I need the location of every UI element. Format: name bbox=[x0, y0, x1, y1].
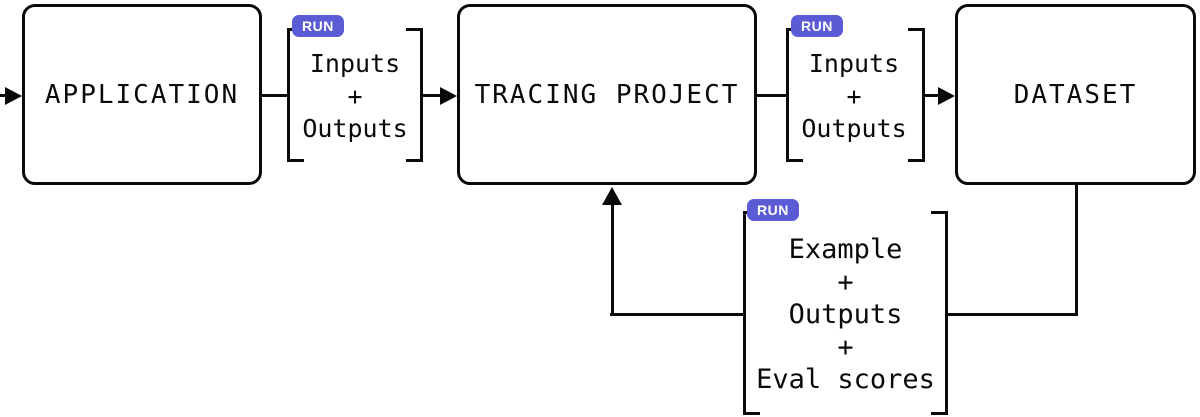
connector-group2-to-dataset bbox=[925, 93, 941, 97]
group3-line: + bbox=[837, 266, 854, 298]
node-tracing-project-label: TRACING PROJECT bbox=[474, 79, 740, 110]
arrow-right-icon bbox=[938, 86, 955, 105]
group3-text: Example + Outputs + Eval scores bbox=[746, 234, 945, 397]
node-dataset: DATASET bbox=[955, 4, 1196, 185]
node-tracing-project: TRACING PROJECT bbox=[457, 4, 757, 185]
group2-run-badge: RUN bbox=[791, 15, 843, 37]
node-dataset-label: DATASET bbox=[1013, 79, 1138, 110]
connector-tracing-to-group2 bbox=[754, 93, 786, 97]
arrow-up-icon bbox=[602, 187, 622, 205]
group3-background bbox=[745, 211, 946, 415]
group1-bracket-right-icon bbox=[406, 28, 423, 162]
group1-line: + bbox=[347, 81, 363, 111]
group3-line: Outputs bbox=[788, 299, 903, 331]
group2-text: Inputs + Outputs bbox=[789, 48, 919, 146]
group3-line: Eval scores bbox=[756, 364, 935, 396]
feedback-line-down bbox=[1074, 184, 1078, 316]
group1-line: Outputs bbox=[302, 114, 408, 143]
group1-line: Inputs bbox=[309, 49, 401, 78]
connector-application-to-group1 bbox=[259, 93, 288, 97]
group3-bracket-right-icon bbox=[931, 211, 948, 415]
node-application-label: APPLICATION bbox=[44, 79, 240, 110]
group2-line: + bbox=[846, 81, 862, 111]
group3-line: + bbox=[837, 331, 854, 363]
feedback-line-up bbox=[610, 203, 614, 316]
group3-run-badge: RUN bbox=[747, 199, 799, 221]
group2-line: Outputs bbox=[801, 114, 907, 143]
group2-line: Inputs bbox=[808, 49, 900, 78]
group1-text: Inputs + Outputs bbox=[290, 48, 420, 146]
group3-line: Example bbox=[788, 234, 903, 265]
node-application: APPLICATION bbox=[22, 4, 262, 185]
group2-bracket-right-icon bbox=[908, 28, 925, 162]
arrow-right-icon bbox=[5, 86, 22, 105]
arrow-right-icon bbox=[440, 86, 457, 105]
connector-group1-to-tracing bbox=[423, 93, 443, 97]
connector-entry bbox=[0, 93, 8, 97]
group1-run-badge: RUN bbox=[292, 15, 344, 37]
